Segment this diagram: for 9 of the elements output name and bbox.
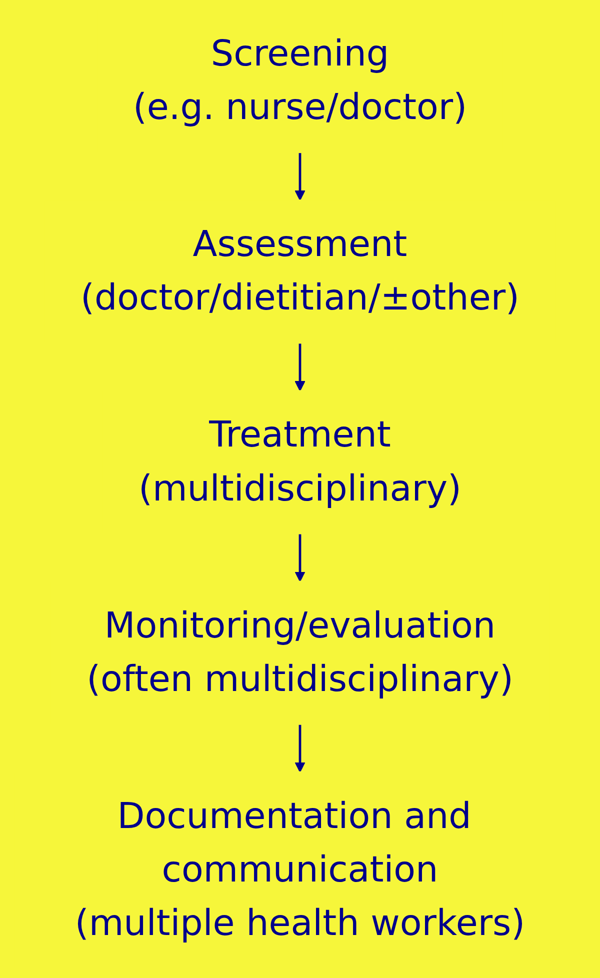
node-text: Treatment (multidisciplinary): [138, 414, 462, 510]
arrow: [294, 343, 306, 392]
arrow: [294, 534, 306, 582]
node-text: Assessment (doctor/dietitian/±other): [80, 224, 520, 320]
node-text: Documentation and communication (multiple health workers): [74, 796, 526, 945]
arrow: [294, 724, 306, 772]
arrow: [294, 152, 306, 201]
node-text: Screening (e.g. nurse/doctor): [132, 33, 468, 129]
node-text: Monitoring/evaluation (often multidisciplinary): [86, 605, 514, 700]
